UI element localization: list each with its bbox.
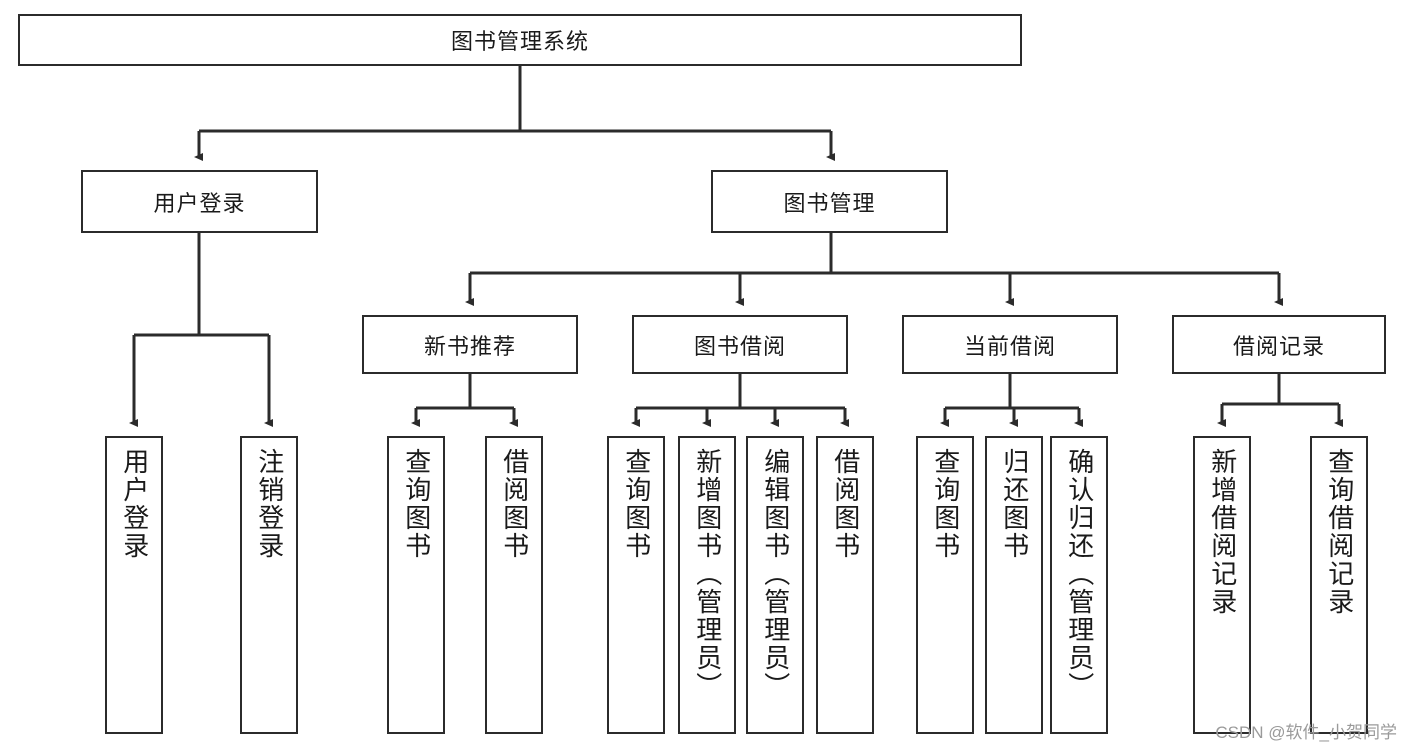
leaf-new-book-borrow-book-label: 借阅图书	[499, 448, 530, 560]
leaf-book-borrow-edit-book-label: 编辑图书（管理员）	[760, 448, 791, 700]
leaf-user-login-signout-label: 注销登录	[254, 448, 285, 560]
node-new-book-recommend[interactable]: 新书推荐	[362, 315, 578, 374]
leaf-borrow-record-query-record-label: 查询借阅记录	[1324, 448, 1355, 616]
node-book-management[interactable]: 图书管理	[711, 170, 948, 233]
leaf-current-borrow-query-book[interactable]: 查询图书	[916, 436, 974, 734]
node-new-book-recommend-label: 新书推荐	[423, 333, 516, 359]
node-current-borrow-label: 当前借阅	[963, 333, 1056, 359]
node-borrow-record[interactable]: 借阅记录	[1172, 315, 1386, 374]
leaf-current-borrow-confirm-return-label: 确认归还（管理员）	[1064, 448, 1095, 700]
node-book-borrow[interactable]: 图书借阅	[632, 315, 848, 374]
node-book-management-label: 图书管理	[783, 190, 876, 216]
leaf-user-login-signin[interactable]: 用户登录	[105, 436, 163, 734]
node-user-login-label: 用户登录	[153, 190, 246, 216]
node-user-login[interactable]: 用户登录	[81, 170, 318, 233]
leaf-book-borrow-query-book[interactable]: 查询图书	[607, 436, 665, 734]
leaf-user-login-signout[interactable]: 注销登录	[240, 436, 298, 734]
csdn-watermark: CSDN @软件_小贺同学	[1215, 723, 1397, 742]
leaf-new-book-query-book[interactable]: 查询图书	[387, 436, 445, 734]
leaf-book-borrow-add-book[interactable]: 新增图书（管理员）	[678, 436, 736, 734]
leaf-current-borrow-return-book-label: 归还图书	[999, 448, 1030, 560]
leaf-new-book-borrow-book[interactable]: 借阅图书	[485, 436, 543, 734]
leaf-current-borrow-return-book[interactable]: 归还图书	[985, 436, 1043, 734]
leaf-book-borrow-add-book-label: 新增图书（管理员）	[692, 448, 723, 700]
node-borrow-record-label: 借阅记录	[1232, 333, 1325, 359]
leaf-new-book-query-book-label: 查询图书	[401, 448, 432, 560]
leaf-current-borrow-confirm-return[interactable]: 确认归还（管理员）	[1050, 436, 1108, 734]
leaf-borrow-record-query-record[interactable]: 查询借阅记录	[1310, 436, 1368, 734]
leaf-book-borrow-query-book-label: 查询图书	[621, 448, 652, 560]
node-root-book-management-system[interactable]: 图书管理系统	[18, 14, 1022, 66]
node-root-label: 图书管理系统	[450, 29, 589, 54]
node-current-borrow[interactable]: 当前借阅	[902, 315, 1118, 374]
node-book-borrow-label: 图书借阅	[693, 333, 786, 359]
leaf-book-borrow-borrow-book-label: 借阅图书	[830, 448, 861, 560]
leaf-borrow-record-add-record-label: 新增借阅记录	[1207, 448, 1238, 616]
leaf-current-borrow-query-book-label: 查询图书	[930, 448, 961, 560]
leaf-book-borrow-borrow-book[interactable]: 借阅图书	[816, 436, 874, 734]
leaf-book-borrow-edit-book[interactable]: 编辑图书（管理员）	[746, 436, 804, 734]
leaf-borrow-record-add-record[interactable]: 新增借阅记录	[1193, 436, 1251, 734]
leaf-user-login-signin-label: 用户登录	[119, 448, 150, 560]
